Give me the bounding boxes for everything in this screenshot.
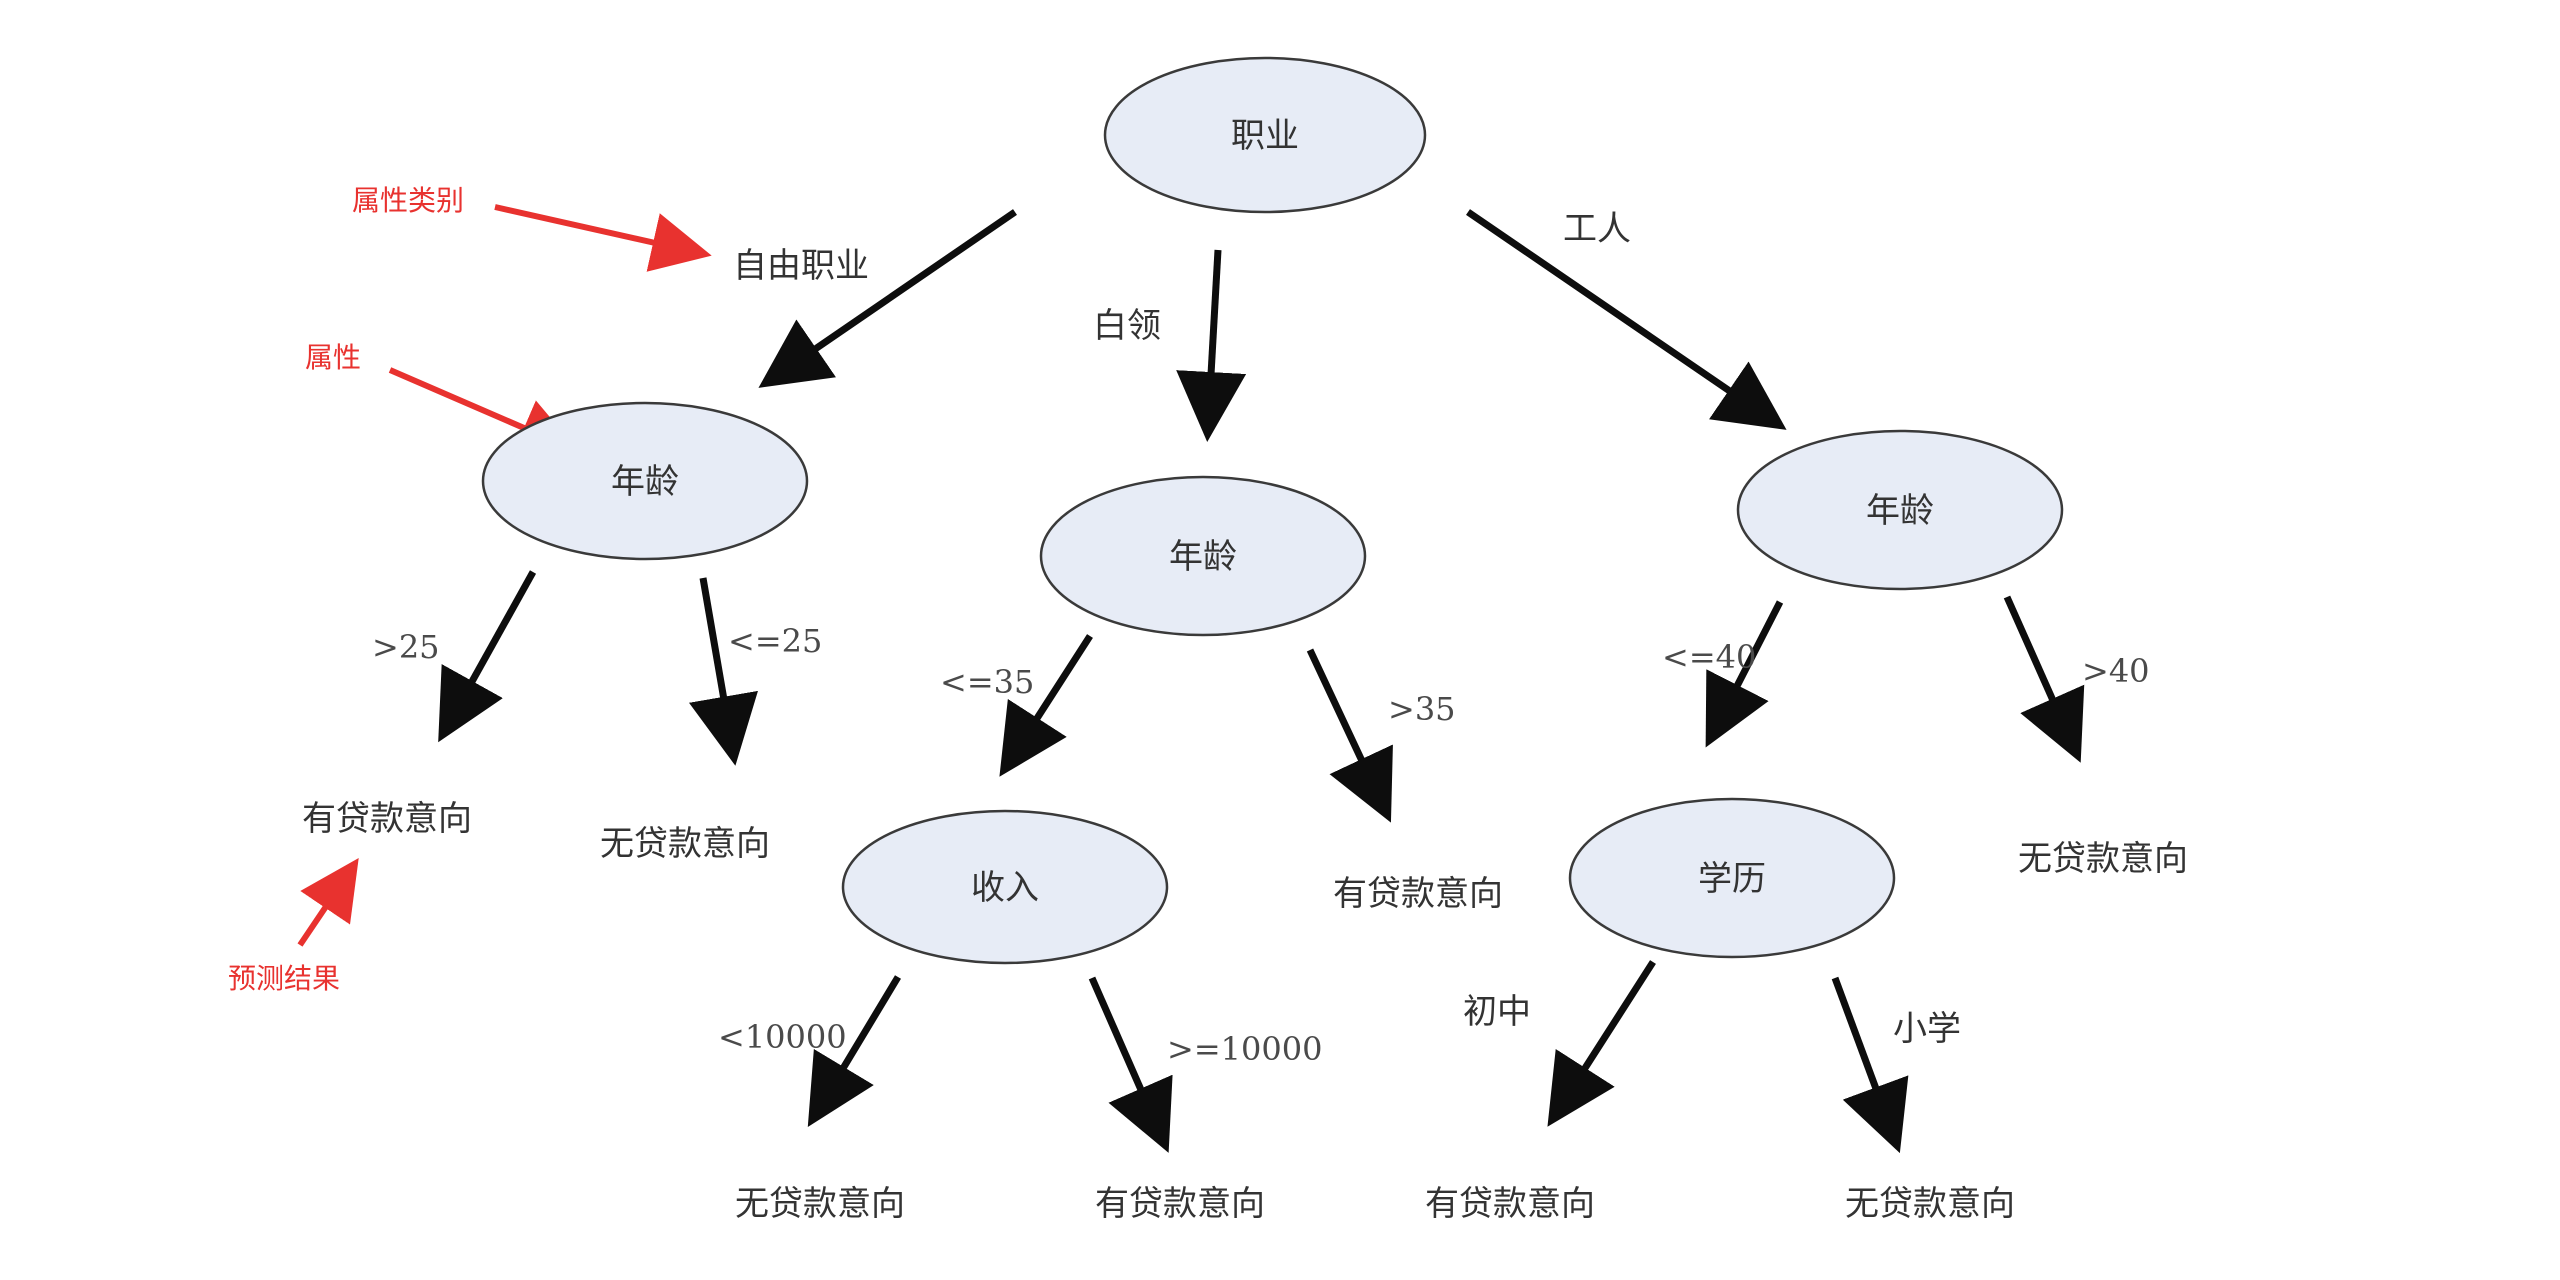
edge-age-mid-le35: [999, 634, 1093, 777]
branch-label-junior-high: 初中: [1463, 992, 1531, 1032]
edge-education-primary: [1831, 976, 1909, 1154]
edge-education-junior-high: [1547, 960, 1656, 1127]
edge-root-white-collar: [1176, 249, 1247, 442]
edge-age-right-le40: [1705, 600, 1784, 748]
node-age-mid: 年龄: [1039, 475, 1367, 637]
branch-label-le25: <=25: [728, 622, 822, 660]
edge-root-worker: [1466, 209, 1787, 430]
branch-label-ge10000: >=10000: [1167, 1030, 1322, 1068]
leaf-ge10000: 有贷款意向: [1095, 1184, 1265, 1224]
node-root-label: 职业: [1231, 116, 1299, 156]
edge-age-left-gt25: [438, 570, 537, 743]
leaf-junior-high: 有贷款意向: [1425, 1184, 1595, 1224]
edge-age-right-gt40: [2003, 595, 2085, 763]
leaf-le25: 无贷款意向: [600, 824, 770, 864]
node-age-right: 年龄: [1736, 429, 2064, 591]
branch-label-primary: 小学: [1893, 1009, 1961, 1049]
annotation-prediction: 预测结果: [228, 962, 340, 995]
leaf-primary: 无贷款意向: [1845, 1184, 2015, 1224]
edge-root-freelance: [758, 209, 1017, 388]
node-age-mid-label: 年龄: [1169, 537, 1237, 577]
node-root: 职业: [1103, 56, 1427, 214]
branch-label-worker: 工人: [1563, 209, 1631, 249]
node-age-left-label: 年龄: [611, 462, 679, 502]
branch-label-le40: <=40: [1662, 638, 1756, 676]
leaf-gt40: 无贷款意向: [2018, 839, 2188, 879]
annotation-attribute: 属性: [305, 341, 361, 374]
node-education-label: 学历: [1698, 859, 1766, 899]
branch-label-lt10000: <10000: [718, 1018, 847, 1056]
annotation-attribute-category: 属性类别: [352, 184, 464, 217]
node-income: 收入: [841, 809, 1169, 965]
edge-age-mid-gt35: [1306, 648, 1393, 823]
annotation-arrow-prediction: [297, 858, 359, 947]
branch-label-gt25: >25: [372, 628, 440, 666]
leaf-gt25: 有贷款意向: [302, 799, 472, 839]
leaf-lt10000: 无贷款意向: [735, 1184, 905, 1224]
branch-label-le35: <=35: [940, 663, 1034, 701]
node-age-right-label: 年龄: [1866, 491, 1934, 531]
node-age-left: 年龄: [481, 401, 809, 561]
node-income-label: 收入: [971, 868, 1039, 908]
branch-label-gt40: >40: [2082, 652, 2150, 690]
edge-income-ge10000: [1088, 976, 1173, 1153]
branch-label-freelance: 自由职业: [733, 246, 869, 286]
node-education: 学历: [1568, 797, 1896, 959]
leaf-gt35: 有贷款意向: [1333, 874, 1503, 914]
annotation-arrow-attribute-category: [494, 204, 712, 272]
branch-label-white-collar: 白领: [1093, 306, 1161, 346]
branch-label-gt35: >35: [1388, 690, 1456, 728]
edge-age-left-le25: [688, 577, 758, 766]
edge-income-lt10000: [807, 975, 901, 1127]
